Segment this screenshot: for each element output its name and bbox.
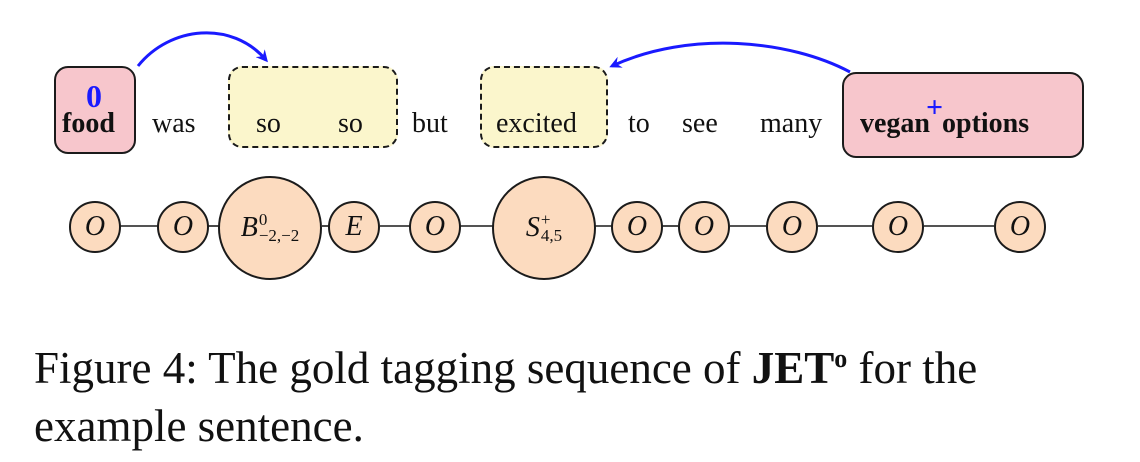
opinion-box-so-so xyxy=(228,66,398,148)
sentiment-mark-neutral: 0 xyxy=(86,78,102,114)
word-excited: excited xyxy=(496,108,577,139)
caption-suffix: for the example sentence. xyxy=(34,343,978,451)
tag-many: O xyxy=(766,201,818,253)
tag-but: O xyxy=(409,201,461,253)
tag-excited-single: S+4,5 xyxy=(492,176,596,280)
word-vegan: vegan xyxy=(860,108,930,139)
word-many: many xyxy=(760,108,823,139)
word-but: but xyxy=(412,108,448,139)
arrow-food-to-so-so xyxy=(136,31,268,67)
arrow-options-to-excited xyxy=(609,41,851,74)
word-food: food xyxy=(62,108,115,139)
tag-food: O xyxy=(69,201,121,253)
caption-prefix: Figure 4: The gold tagging sequence of xyxy=(34,343,752,393)
arrows-layer xyxy=(136,31,851,74)
word-so-2: so xyxy=(338,108,363,139)
tag-vegan: O xyxy=(872,201,924,253)
word-see: see xyxy=(682,108,718,139)
tag-see: O xyxy=(678,201,730,253)
word-to: to xyxy=(628,108,650,139)
figure-caption: Figure 4: The gold tagging sequence of J… xyxy=(34,330,1114,455)
word-options: options xyxy=(942,108,1030,139)
tag-so-end: E xyxy=(328,201,380,253)
sentiment-mark-positive: + xyxy=(926,91,944,124)
word-was: was xyxy=(152,108,196,139)
tag-to: O xyxy=(611,201,663,253)
caption-model-sup: o xyxy=(834,344,848,373)
target-box-vegan-options xyxy=(842,72,1084,158)
tag-was: O xyxy=(157,201,209,253)
target-box-food xyxy=(54,66,136,154)
tag-options: O xyxy=(994,201,1046,253)
opinion-box-excited xyxy=(480,66,608,148)
word-so-1: so xyxy=(256,108,281,139)
caption-model-name: JET xyxy=(751,343,835,393)
